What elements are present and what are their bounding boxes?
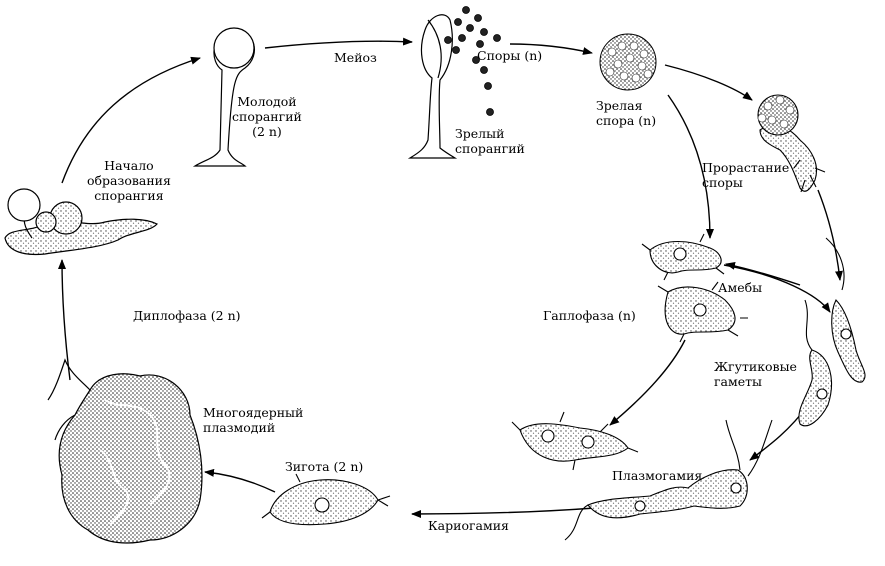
label-karyogamy: Кариогамия (428, 518, 509, 533)
label-haplophase: Гаплофаза (n) (543, 308, 636, 323)
label-diplophase: Диплофаза (2 n) (133, 308, 241, 323)
arrow-spores-to-mature-spore (509, 43, 593, 55)
mature-spore (599, 33, 657, 91)
label-mature-sporangium: Зрелый спорангий (455, 126, 525, 156)
young-sporangium (192, 27, 255, 167)
arrow-amoebae-to-plasmogamy (609, 339, 686, 426)
label-amoebae: Амебы (718, 280, 763, 295)
arrow-amoeba-gamete-double (723, 264, 831, 313)
arrow-zygote-to-plasmodium (204, 468, 276, 493)
label-spores: Споры (n) (477, 48, 543, 63)
label-mature-spore: Зрелая спора (n) (596, 98, 657, 128)
arrow-karyogamy (411, 507, 596, 518)
cycle-arrows (58, 37, 843, 518)
label-young-sporangium: Молодой спорангий (2 n) (232, 94, 302, 139)
released-spores (444, 6, 501, 116)
label-start-sporangium: Начало образования спорангия (87, 158, 171, 203)
fusing-gametes (564, 419, 773, 541)
arrow-start-to-young (61, 56, 201, 184)
plasmodium (47, 358, 203, 544)
label-plasmogamy: Плазмогамия (612, 468, 703, 483)
arrow-spore-to-germination (664, 64, 753, 101)
label-zygote: Зигота (2 n) (285, 459, 364, 474)
label-meiosis: Мейоз (334, 50, 377, 65)
label-spore-germination: Прорастание споры (702, 160, 790, 190)
zygote (261, 473, 391, 526)
fusing-amoebae (511, 411, 639, 471)
amoebae (641, 233, 748, 343)
flagellated-gametes (798, 237, 866, 427)
label-flagellated-gametes: Жгутиковые гаметы (714, 359, 797, 389)
germinating-spore (757, 94, 826, 193)
early-sporangia (4, 188, 158, 256)
arrow-spore-to-amoebae (667, 94, 714, 239)
arrow-germination-to-gamete (817, 189, 843, 281)
mature-sporangium (407, 14, 458, 159)
arrow-meiosis (264, 37, 413, 49)
label-multinuclear-plasmodium: Многоядерный плазмодий (203, 405, 304, 435)
